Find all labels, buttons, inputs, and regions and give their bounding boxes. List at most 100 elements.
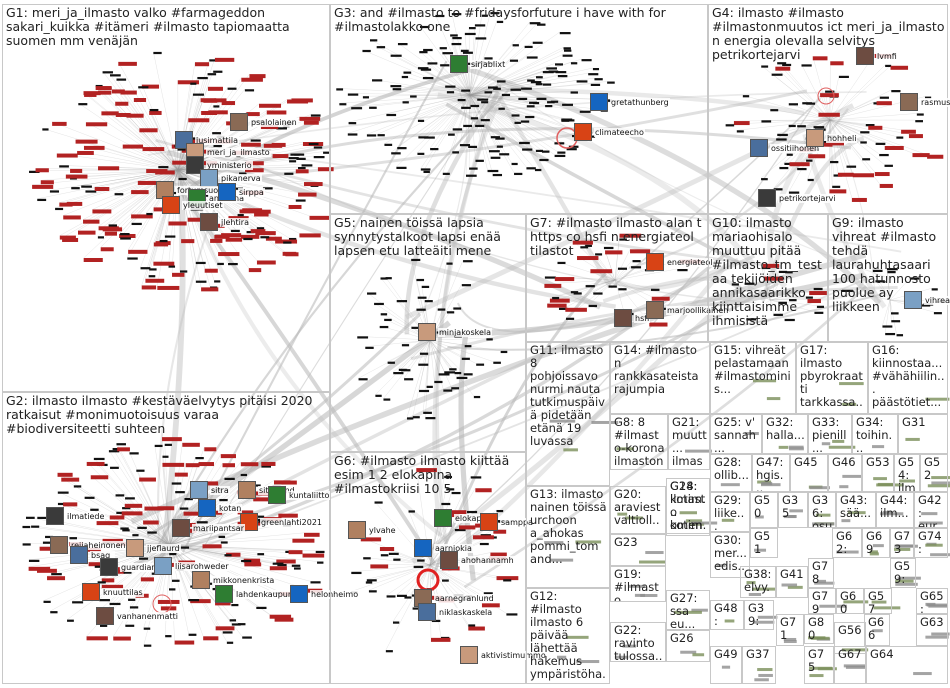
user-node[interactable]: [159, 239, 168, 243]
user-node[interactable]: [573, 292, 582, 295]
user-node[interactable]: [374, 302, 384, 306]
user-node[interactable]: [111, 89, 125, 94]
user-node[interactable]: [408, 510, 415, 513]
user-node[interactable]: [147, 531, 157, 534]
user-node[interactable]: [195, 261, 206, 265]
user-node[interactable]: [417, 152, 425, 155]
user-node[interactable]: [237, 214, 244, 217]
user-node[interactable]: [384, 318, 392, 322]
user-node[interactable]: [31, 525, 40, 528]
user-node[interactable]: [241, 77, 263, 82]
user-node[interactable]: [42, 128, 49, 131]
user-node[interactable]: [255, 231, 276, 236]
user-node[interactable]: [640, 594, 658, 598]
user-node[interactable]: [115, 101, 129, 106]
user-node[interactable]: [97, 90, 112, 95]
user-node[interactable]: [618, 288, 627, 291]
user-node[interactable]: [527, 79, 535, 82]
user-node[interactable]: [131, 190, 149, 195]
user-node[interactable]: [526, 56, 538, 59]
user-node[interactable]: [165, 635, 172, 638]
user-node[interactable]: [736, 130, 744, 133]
user-node[interactable]: [102, 227, 123, 232]
user-node[interactable]: [925, 543, 943, 547]
user-node[interactable]: [28, 559, 40, 562]
user-node[interactable]: [160, 606, 177, 611]
user-node[interactable]: [503, 579, 512, 582]
user-node[interactable]: [927, 484, 950, 488]
user-node-minjakoskela[interactable]: minjakoskela: [418, 323, 493, 341]
user-node[interactable]: [591, 420, 619, 424]
user-node[interactable]: [240, 462, 259, 467]
user-node[interactable]: [390, 85, 402, 88]
user-node[interactable]: [539, 158, 549, 162]
user-node[interactable]: [139, 557, 149, 560]
user-node[interactable]: [59, 165, 69, 168]
user-node[interactable]: [276, 127, 287, 130]
user-node[interactable]: [544, 276, 556, 279]
user-node-sirppa[interactable]: sirppa: [218, 183, 265, 201]
user-node[interactable]: [514, 121, 521, 124]
user-node[interactable]: [838, 75, 849, 78]
user-node[interactable]: [174, 472, 188, 477]
user-node[interactable]: [825, 90, 835, 93]
user-node[interactable]: [116, 511, 124, 514]
user-node[interactable]: [501, 93, 511, 97]
user-node[interactable]: [419, 25, 430, 29]
user-node[interactable]: [109, 602, 121, 606]
user-node[interactable]: [891, 90, 901, 93]
user-node[interactable]: [412, 416, 420, 419]
user-node[interactable]: [632, 260, 641, 263]
user-node[interactable]: [276, 559, 296, 564]
user-node-sirjablixt[interactable]: sirjablixt: [450, 55, 507, 73]
user-node[interactable]: [554, 63, 563, 66]
user-node[interactable]: [391, 152, 401, 155]
user-node[interactable]: [451, 491, 461, 495]
user-node-samppa[interactable]: samppa: [480, 513, 534, 531]
user-node[interactable]: [860, 131, 870, 134]
user-node[interactable]: [788, 445, 804, 449]
user-node[interactable]: [253, 497, 269, 502]
user-node[interactable]: [396, 594, 407, 597]
user-node[interactable]: [832, 439, 845, 443]
user-node[interactable]: [83, 219, 100, 224]
user-node[interactable]: [525, 115, 535, 119]
user-node[interactable]: [452, 151, 459, 154]
user-node[interactable]: [459, 144, 471, 147]
user-node[interactable]: [744, 432, 759, 436]
user-node[interactable]: [212, 132, 221, 135]
user-node[interactable]: [362, 96, 369, 99]
user-node[interactable]: [566, 317, 575, 320]
user-node[interactable]: [149, 108, 159, 112]
user-node-mariipantsar[interactable]: mariipantsar: [172, 519, 245, 537]
user-node[interactable]: [137, 526, 147, 529]
user-node[interactable]: [298, 166, 306, 170]
user-node[interactable]: [81, 185, 92, 188]
user-node[interactable]: [842, 402, 857, 406]
user-node[interactable]: [897, 576, 921, 580]
user-node[interactable]: [313, 146, 323, 149]
user-node[interactable]: [385, 650, 393, 653]
user-node[interactable]: [536, 97, 547, 100]
user-node[interactable]: [468, 626, 485, 631]
user-node-kotan[interactable]: kotan: [198, 499, 243, 517]
user-node[interactable]: [842, 289, 853, 292]
user-node[interactable]: [369, 39, 378, 42]
user-node[interactable]: [203, 636, 219, 641]
user-node[interactable]: [99, 599, 110, 602]
user-node[interactable]: [535, 83, 543, 86]
user-node-hohheli[interactable]: hohheli: [806, 129, 858, 147]
user-node[interactable]: [754, 678, 769, 682]
user-node[interactable]: [520, 120, 530, 123]
user-node[interactable]: [851, 197, 867, 202]
user-node[interactable]: [443, 389, 453, 392]
user-node[interactable]: [215, 601, 231, 606]
user-node[interactable]: [603, 246, 614, 250]
user-node[interactable]: [483, 592, 493, 595]
user-node[interactable]: [246, 231, 255, 234]
user-node[interactable]: [201, 287, 219, 292]
user-node[interactable]: [545, 104, 553, 108]
user-node[interactable]: [820, 93, 839, 98]
user-node-energiateol[interactable]: energiateol: [646, 253, 714, 271]
user-node[interactable]: [162, 437, 182, 442]
